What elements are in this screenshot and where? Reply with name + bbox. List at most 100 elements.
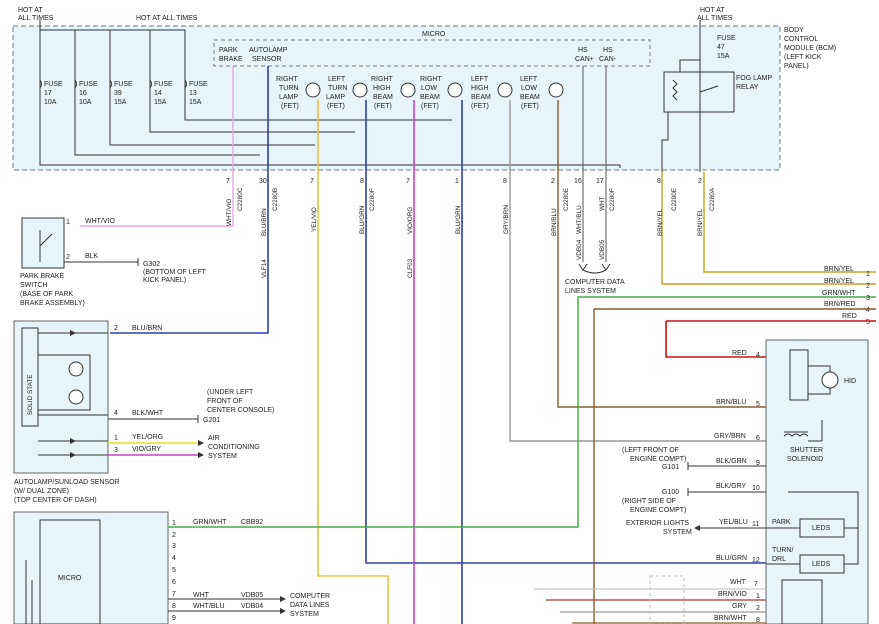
cdl-label-1: COMPUTER DATA [565,279,625,286]
svg-text:4: 4 [756,352,760,359]
fog-relay-label-2: RELAY [736,84,759,91]
svg-text:BRN/YEL: BRN/YEL [697,208,704,236]
svg-text:6: 6 [756,435,760,442]
al-pin1: 1 [114,435,118,442]
ext-lights-2: SYSTEM [663,529,692,536]
shutter-label-1: SHUTTER [790,447,823,454]
wire-brn-blu [557,100,766,408]
lower-pin8-wire: WHT/BLU [193,603,225,610]
svg-text:4: 4 [866,307,870,314]
svg-text:BEAM: BEAM [420,94,440,101]
svg-text:(FET): (FET) [281,103,299,110]
lower-cdl-2: DATA LINES [290,602,330,609]
fog-relay-label-1: FOG LAMP [736,75,773,82]
hid-ballast [789,349,809,401]
svg-text:17: 17 [596,178,604,185]
svg-text:15A: 15A [154,99,167,106]
svg-text:HIGH: HIGH [373,85,391,92]
svg-text:BLU/GRN: BLU/GRN [455,205,462,234]
svg-text:15A: 15A [189,99,202,106]
svg-text:1: 1 [866,271,870,278]
hot-label-right-2: ALL TIMES [697,15,733,22]
svg-text:LEFT: LEFT [520,76,538,83]
svg-text:BLK/GRN: BLK/GRN [716,458,747,465]
wire-brn-yel-1 [661,172,876,285]
svg-text:2: 2 [756,605,760,612]
svg-text:BRN/YEL: BRN/YEL [657,208,664,236]
svg-text:C2280B: C2280B [272,188,279,211]
wire-gry-brn [509,100,766,442]
lower-pin1-wire: GRN/WHT [193,519,227,526]
bcm-label: BODY CONTROL MODULE (BCM) (LEFT KICK PAN… [784,27,836,70]
pb-wire2: BLK [85,253,99,260]
svg-text:BLU/GRN: BLU/GRN [359,205,366,234]
svg-text:TURN: TURN [328,85,347,92]
wire-brn-yel-2 [703,172,876,273]
ground-g100: G100 [662,489,679,496]
wire-blu-brn [110,66,269,334]
svg-text:LEFT: LEFT [471,76,489,83]
al-pin2: 2 [114,325,118,332]
micro-park-1: PARK [219,47,238,54]
svg-text:10A: 10A [79,99,92,106]
svg-text:WHT/VIO: WHT/VIO [226,199,233,226]
svg-text:TURN: TURN [279,85,298,92]
micro-hs-minus-2: CAN- [599,56,617,63]
lower-pin7-wire: WHT [193,592,210,599]
svg-text:(FET): (FET) [374,103,392,110]
svg-text:7: 7 [226,178,230,185]
hot-label-left-1: HOT AT [18,7,43,14]
g100-loc-1: (RIGHT SIDE OF [622,498,676,505]
park-leds-label: LEDS [812,525,831,532]
ground-g302: G302 [143,261,160,268]
svg-text:FUSE: FUSE [189,81,208,88]
svg-text:WHT/BLU: WHT/BLU [576,205,583,234]
solid-state-block [21,327,39,427]
svg-text:9: 9 [756,460,760,467]
micro-hs-minus-1: HS [603,47,613,54]
lower-pin1-circ: CBB92 [241,519,263,526]
micro-autolamp-1: AUTOLAMP [249,47,288,54]
svg-text:PARK BRAKE: PARK BRAKE [20,273,65,280]
svg-text:BEAM: BEAM [471,94,491,101]
svg-text:CONTROL: CONTROL [784,36,818,43]
svg-text:2: 2 [866,283,870,290]
svg-text:LEFT: LEFT [328,76,346,83]
g101-loc-2: ENGINE COMPT) [630,456,686,463]
svg-text:C2280F: C2280F [609,188,616,211]
svg-text:HIGH: HIGH [471,85,489,92]
g201-loc-2: FRONT OF [207,398,243,405]
ac-label-3: SYSTEM [208,453,237,460]
svg-text:RIGHT: RIGHT [420,76,443,83]
svg-text:BRN/YEL: BRN/YEL [824,266,854,273]
turn-leds [799,554,845,574]
svg-text:10: 10 [752,485,760,492]
svg-text:MODULE (BCM): MODULE (BCM) [784,45,836,52]
micro-hs-plus-2: CAN+ [575,56,594,63]
hid-label: HID [844,378,856,385]
svg-text:BRN/WHT: BRN/WHT [714,615,747,622]
svg-text:9: 9 [172,615,176,622]
svg-text:7: 7 [310,178,314,185]
g201-loc-3: CENTER CONSOLE) [207,407,274,414]
lower-right-component [781,579,823,624]
g302-loc-1: (BOTTOM OF LEFT [143,269,207,276]
hot-label-left-2: ALL TIMES [18,15,54,22]
svg-text:13: 13 [189,90,197,97]
fuse47-amp: 15A [717,53,730,60]
svg-text:BRAKE ASSEMBLY): BRAKE ASSEMBLY) [20,300,85,307]
ext-lights-1: EXTERIOR LIGHTS [626,520,689,527]
svg-text:39: 39 [114,90,122,97]
svg-text:GRN/WHT: GRN/WHT [822,290,856,297]
fog-lamp-relay [663,71,735,113]
svg-text:VIO/ORG: VIO/ORG [407,207,414,234]
cdl-label-2: LINES SYSTEM [565,288,616,295]
svg-text:(LEFT KICK: (LEFT KICK [784,54,822,61]
micro-hs-plus-1: HS [578,47,588,54]
svg-text:RIGHT: RIGHT [371,76,394,83]
svg-text:8: 8 [172,603,176,610]
al-wire2: BLU/BRN [132,325,162,332]
